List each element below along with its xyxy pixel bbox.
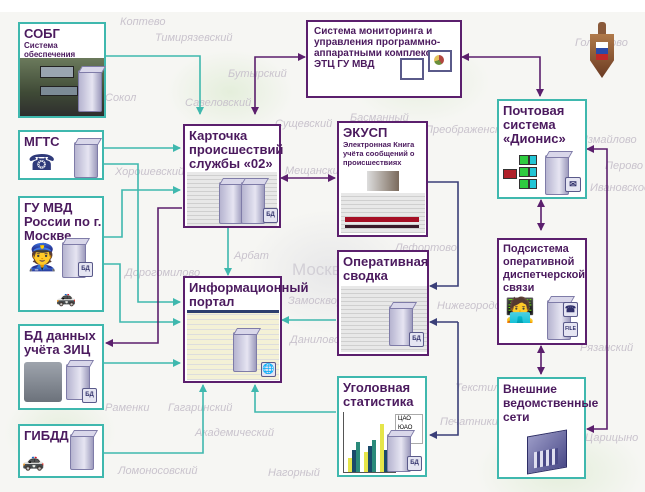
node-svodka-title: Оперативная сводка <box>343 254 429 283</box>
monitor-icon <box>400 58 424 80</box>
globe-icon: 🌐 <box>261 362 276 377</box>
node-guvd-title: ГУ МВД России по г. Москве <box>24 200 102 243</box>
server-icon <box>219 182 243 224</box>
server-icon <box>545 155 569 195</box>
map-label: Ломоносовский <box>118 465 198 477</box>
map-label: Печатники <box>440 416 498 428</box>
map-label: Арбат <box>234 250 269 262</box>
map-label: Сокол <box>105 92 137 104</box>
map-label: Бутырский <box>228 68 287 80</box>
server-icon <box>62 242 86 278</box>
node-dionis-title: Почтовая система «Дионис» <box>503 103 566 146</box>
node-gibdd-title: ГИБДД <box>24 428 69 443</box>
map-label: Измайлово <box>580 134 637 146</box>
map-label: Москва <box>292 260 351 279</box>
map-label: Хорошевский <box>115 166 185 178</box>
database-badge-icon: БД <box>78 262 93 277</box>
node-sobg-title: СОБГ <box>24 26 60 41</box>
node-statistika-title: Уголовная статистика <box>343 380 414 409</box>
map-label: Гагаринский <box>168 402 233 414</box>
file-icon: FILE <box>563 322 578 337</box>
police-emblem-logo <box>588 22 616 94</box>
node-ekusp[interactable]: ЭКУСП Электронная Книга учёта сообщений … <box>337 121 428 237</box>
database-badge-icon: БД <box>82 388 97 403</box>
node-dispatch-title: Подсистема оперативной диспетчерской свя… <box>503 243 586 294</box>
legend-item: ЦАО <box>398 416 411 422</box>
legend-item: ЮАО <box>398 425 413 431</box>
node-monitoring[interactable]: Система мониторинга и управления програм… <box>306 20 462 98</box>
node-ekusp-title: ЭКУСП <box>343 125 388 140</box>
screenshot-thumbnail <box>341 193 425 233</box>
mail-envelope-icon: ✉ <box>565 177 581 192</box>
telephone-icon: ☎ <box>563 302 578 317</box>
node-dionis[interactable]: Почтовая система «Дионис» ✉ <box>497 99 587 199</box>
building-icon <box>24 362 62 402</box>
server-icon <box>78 70 102 112</box>
map-label: Мещанский <box>285 165 345 177</box>
node-mgts-title: МГТС <box>24 134 60 149</box>
monitor-icon <box>428 50 452 72</box>
server-icon <box>66 364 90 400</box>
police-car-icon: 🚓 <box>22 451 45 471</box>
node-ugolovnaya-statistika[interactable]: Уголовная статистика ЦАО ЮАО ЗАО БД <box>337 376 427 477</box>
map-label: Коптево <box>120 16 166 28</box>
node-bd-zic-title: БД данных учёта ЗИЦ <box>24 328 96 357</box>
node-bd-zic[interactable]: БД данных учёта ЗИЦ БД <box>18 324 104 410</box>
police-car-icon: 🚓 <box>56 290 76 307</box>
operator-photo <box>367 171 399 191</box>
map-label: Царицыно <box>585 432 639 444</box>
database-badge-icon: БД <box>263 208 278 223</box>
node-kartochka-02[interactable]: Карточка происшествий службы «02» БД <box>183 124 284 228</box>
server-icon <box>241 182 265 224</box>
government-building-icon <box>527 429 567 475</box>
node-mgts[interactable]: МГТС ☎ <box>18 130 104 180</box>
server-icon <box>70 434 94 470</box>
node-dispatch-subsystem[interactable]: Подсистема оперативной диспетчерской свя… <box>497 238 587 345</box>
node-ekusp-subtitle: Электронная Книга учёта сообщений о прои… <box>343 140 415 167</box>
telephone-icon: ☎ <box>28 150 56 175</box>
node-gibdd[interactable]: ГИБДД 🚓 <box>18 424 104 478</box>
node-portal-title: Информационный портал <box>189 280 309 309</box>
map-label: Тимирязевский <box>155 32 233 44</box>
database-badge-icon: БД <box>407 456 422 471</box>
map-label: Ивановское <box>590 182 645 194</box>
server-icon <box>74 142 98 178</box>
operator-at-desk-icon: 🧑‍💻 <box>505 297 535 324</box>
node-external-title: Внешние ведомственные сети <box>503 382 599 424</box>
node-monitoring-title: Система мониторинга и управления програм… <box>314 26 451 70</box>
node-operativnaya-svodka[interactable]: Оперативная сводка БД <box>337 250 429 356</box>
map-label: Перово <box>605 160 643 172</box>
map-label: Рязанский <box>580 342 634 354</box>
map-label: Савеловский <box>185 97 252 109</box>
node-kartochka-title: Карточка происшествий службы «02» <box>189 128 284 171</box>
map-label: Академический <box>195 427 274 439</box>
node-sobg[interactable]: СОБГ Система обеспечения безопасности го… <box>18 22 106 118</box>
policeman-icon: 👮 <box>26 242 59 272</box>
map-label: Преображенское <box>425 124 513 136</box>
map-label: Раменки <box>105 402 150 414</box>
node-external-networks[interactable]: Внешние ведомственные сети <box>497 377 599 479</box>
database-badge-icon: БД <box>409 332 424 347</box>
map-label: Нагорный <box>268 467 320 479</box>
server-icon <box>233 332 257 372</box>
node-guvd[interactable]: ГУ МВД России по г. Москве 👮 БД 🚓 <box>18 196 104 312</box>
node-info-portal[interactable]: Информационный портал 🌐 <box>183 276 309 383</box>
network-node-icon <box>503 169 517 179</box>
map-label: Сущевский <box>275 118 333 130</box>
